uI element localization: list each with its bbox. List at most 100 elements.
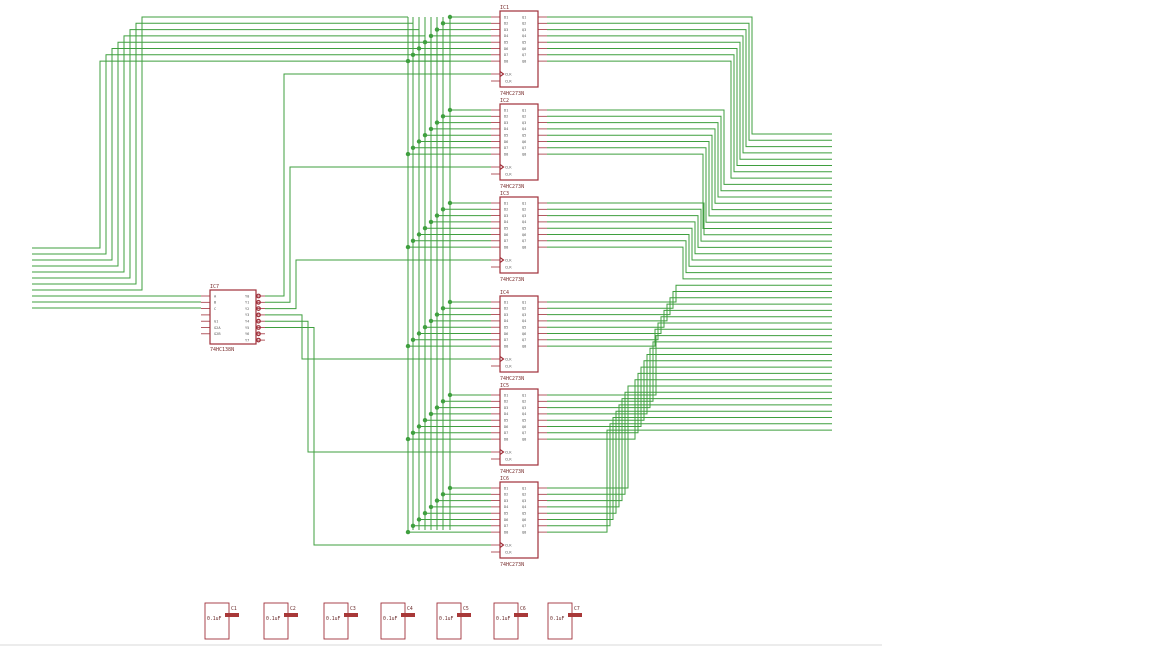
register-body [499, 388, 539, 466]
register-input-label: D1 [504, 201, 508, 205]
output-bus [547, 354, 832, 415]
register-output-label: Q8 [522, 245, 526, 249]
register-output-label: Q8 [522, 59, 526, 63]
output-bus [547, 227, 832, 261]
junction-dot [434, 213, 440, 218]
register-output-label: Q3 [522, 499, 526, 503]
capacitor-name: C5 [463, 606, 469, 612]
register-name: IC3 [500, 191, 509, 197]
register-output-label: Q1 [522, 15, 526, 19]
junction-dot [410, 523, 416, 528]
output-bus [547, 372, 832, 434]
output-bus [547, 398, 832, 502]
junction-dot [410, 430, 416, 435]
input-data-bus [32, 41, 431, 267]
capacitor[interactable]: C70.1uF [547, 602, 582, 640]
capacitor[interactable]: C40.1uF [380, 602, 415, 640]
decoder-input-label: G2A [214, 326, 221, 330]
clock-select-line [265, 320, 491, 453]
output-bus [547, 153, 832, 229]
register-output-label: Q3 [522, 28, 526, 32]
output-bus [547, 60, 832, 179]
register-output-label: Q4 [522, 505, 526, 509]
capacitor-name: C7 [574, 606, 580, 612]
register-output-label: Q8 [522, 437, 526, 441]
register-input-label: D6 [504, 425, 508, 429]
clock-select-line [265, 166, 491, 303]
register-input-label: D1 [504, 15, 508, 19]
output-bus [547, 134, 832, 211]
junction-dot [440, 21, 446, 26]
capacitor-body [323, 602, 349, 640]
register-output-label: Q2 [522, 307, 526, 311]
clock-marker [499, 164, 505, 170]
clock-label: CLK [505, 450, 512, 454]
junction-dot [434, 498, 440, 503]
clear-label: CLR [505, 550, 512, 554]
output-bus [547, 379, 832, 440]
capacitor-value: 0.1uF [439, 616, 454, 622]
clear-label: CLR [505, 364, 512, 368]
junction-dot [428, 33, 434, 39]
register-body [499, 10, 539, 88]
register-part-number: 74HC273N [500, 562, 524, 568]
output-bus [547, 309, 832, 328]
clock-marker [499, 71, 505, 77]
output-bus [547, 347, 832, 409]
inversion-bubble [256, 312, 261, 318]
capacitor-plate [401, 613, 415, 617]
register-name: IC1 [500, 5, 509, 11]
capacitor[interactable]: C30.1uF [323, 602, 358, 640]
capacitor-plate [284, 613, 298, 617]
output-bus [547, 335, 832, 396]
clock-select-line [265, 73, 491, 297]
register-output-label: Q7 [522, 524, 526, 528]
clock-marker [499, 449, 505, 455]
decoder-output-label: Y5 [245, 326, 249, 330]
register-output-label: Q2 [522, 493, 526, 497]
output-bus [547, 48, 832, 166]
output-bus [547, 284, 832, 303]
register-output-label: Q5 [522, 326, 526, 330]
junction-dot [428, 504, 434, 510]
register-output-label: Q8 [522, 152, 526, 156]
register-name: IC4 [500, 290, 509, 296]
register-name: IC2 [500, 98, 509, 104]
register-name: IC6 [500, 476, 509, 482]
output-bus [547, 128, 832, 204]
register-output-label: Q1 [522, 486, 526, 490]
register-input-label: D2 [504, 400, 508, 404]
register-output-label: Q3 [522, 214, 526, 218]
capacitor-plate [514, 613, 528, 617]
register-input-label: D6 [504, 140, 508, 144]
capacitor[interactable]: C10.1uF [204, 602, 239, 640]
output-bus [547, 35, 832, 154]
capacitor-name: C2 [290, 606, 296, 612]
junction-dot [405, 343, 411, 349]
capacitor[interactable]: C5 0.1uF [436, 602, 471, 640]
capacitor[interactable]: C20.1uF [263, 602, 298, 640]
output-bus [547, 385, 832, 489]
capacitor-value: 0.1uF [207, 616, 222, 622]
junction-dot [440, 207, 446, 212]
register-part-number: 74HC273N [500, 376, 524, 382]
decoder-part-number: 74HC138N [210, 347, 234, 353]
register-output-label: Q1 [522, 108, 526, 112]
register-output-label: Q5 [522, 227, 526, 231]
register-input-label: D4 [504, 34, 508, 38]
register-input-label: D3 [504, 214, 508, 218]
capacitor[interactable]: C60.1uF [493, 602, 528, 640]
junction-dot [428, 318, 434, 324]
register-input-label: D4 [504, 412, 508, 416]
clock-marker [499, 257, 505, 263]
register-input-label: D5 [504, 41, 508, 45]
inversion-bubble [256, 293, 261, 299]
